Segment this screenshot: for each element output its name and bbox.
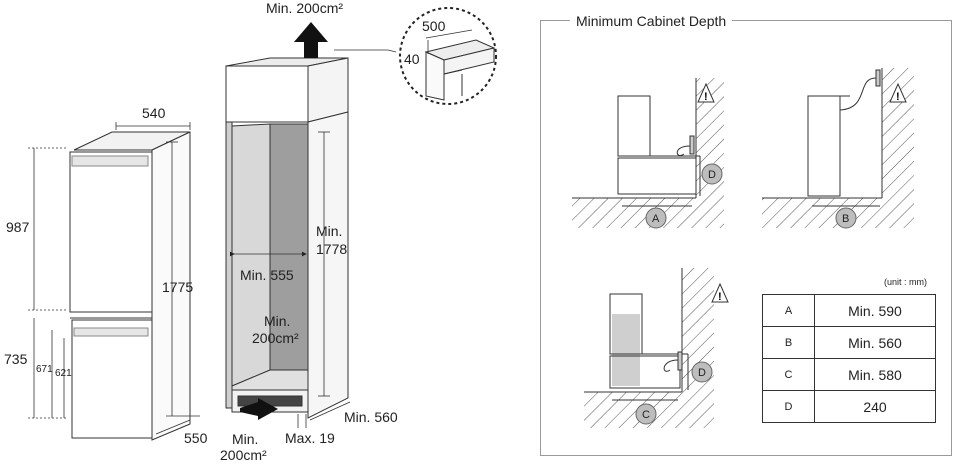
warning-icons: ! ! !: [704, 91, 900, 303]
label-c: C: [642, 409, 650, 421]
max-gap-label: Max. 19: [285, 430, 335, 446]
top-vent-arrow: [294, 22, 328, 58]
row-value: Min. 560: [814, 326, 936, 359]
fridge-width-label: 540: [142, 105, 166, 121]
circle-labels: A D B C D: [635, 163, 857, 425]
row-value: Min. 590: [814, 294, 936, 327]
top-vent-label: Min. 200cm²: [266, 0, 343, 16]
fridge-drawing: [69, 131, 191, 441]
table-row: D 240: [762, 390, 936, 423]
label-d-1: D: [708, 169, 716, 181]
cabinet-depth-label: Min. 560: [344, 409, 398, 425]
lower-height-label: 735: [4, 351, 28, 367]
table-row: C Min. 580: [762, 358, 936, 391]
row-key: C: [762, 358, 815, 391]
bottom-vent-label-2: 200cm²: [220, 447, 267, 463]
bottom-vent-arrow: [240, 398, 278, 420]
depth-table: A Min. 590 B Min. 560 C Min. 580 D 240: [762, 294, 936, 423]
row-key: A: [762, 294, 815, 327]
row-value: Min. 580: [814, 358, 936, 391]
inner-height-a-label: 671: [36, 364, 53, 375]
total-height-label: 1775: [162, 279, 193, 295]
mid-vent-label-2: 200cm²: [252, 330, 299, 346]
warning-icon: !: [704, 91, 708, 103]
cabinet-drawing: [225, 57, 349, 419]
fridge-depth-label: 550: [184, 430, 208, 446]
warning-icon: !: [896, 91, 900, 103]
panel-title: Minimum Cabinet Depth: [570, 13, 733, 29]
row-key: B: [762, 326, 815, 359]
mid-vent-label-1: Min.: [264, 313, 290, 329]
upper-height-label: 987: [6, 219, 30, 235]
row-key: D: [762, 390, 815, 423]
fridge-dimension-lines: [28, 122, 200, 435]
cabinet-dimension-lines: [230, 49, 397, 428]
inner-height-label-1: Min.: [316, 223, 342, 239]
label-b: B: [842, 213, 849, 225]
bottom-vent-label-1: Min.: [232, 431, 258, 447]
inner-width-label: Min. 555: [240, 267, 294, 283]
min-cabinet-depth-panel: [540, 20, 952, 456]
unit-label: (unit : mm): [884, 277, 928, 287]
inner-height-b-label: 621: [55, 368, 72, 379]
label-a: A: [652, 213, 660, 225]
row-value: 240: [814, 390, 936, 423]
inner-height-label-2: 1778: [316, 241, 347, 257]
zoom-detail: [399, 7, 497, 105]
table-row: B Min. 560: [762, 326, 936, 359]
zoom-width-label: 500: [422, 18, 446, 34]
table-row: A Min. 590: [762, 294, 936, 327]
warning-icon: !: [718, 291, 722, 303]
label-d-2: D: [698, 367, 706, 379]
zoom-height-label: 40: [404, 51, 420, 67]
